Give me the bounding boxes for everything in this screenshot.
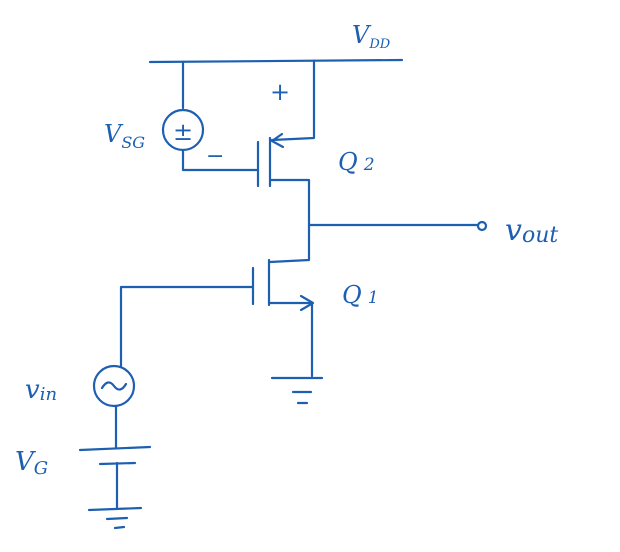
vdd-rail [148, 58, 404, 64]
vsg-label: VSG [104, 120, 145, 152]
source-plus-sign: + [270, 78, 290, 106]
output-terminal [476, 220, 488, 232]
vdd-label: VDD [352, 21, 391, 52]
vg-label: VG [15, 447, 48, 479]
vin-label: vin [25, 375, 57, 405]
vsg-wire-bottom [181, 148, 260, 172]
vin-sine-icon [100, 381, 128, 391]
vsg-polarity-symbol: ± [173, 118, 193, 146]
q1-source-arrow-icon [299, 294, 315, 312]
q1-source-lead [268, 301, 314, 378]
vg-battery-long-plate [78, 445, 152, 452]
vin-source [92, 364, 136, 408]
q1-gate-wire [119, 285, 254, 368]
vout-label: vout [505, 213, 558, 248]
q1-ground-icon [270, 376, 324, 405]
gate-minus-sign: − [206, 144, 224, 169]
q2-drain-lead [269, 178, 311, 227]
vg-ground-icon [87, 506, 143, 530]
q2-source-arrow-icon [270, 132, 285, 149]
q1-drain-lead [268, 223, 311, 264]
q2-source-lead [270, 60, 316, 142]
